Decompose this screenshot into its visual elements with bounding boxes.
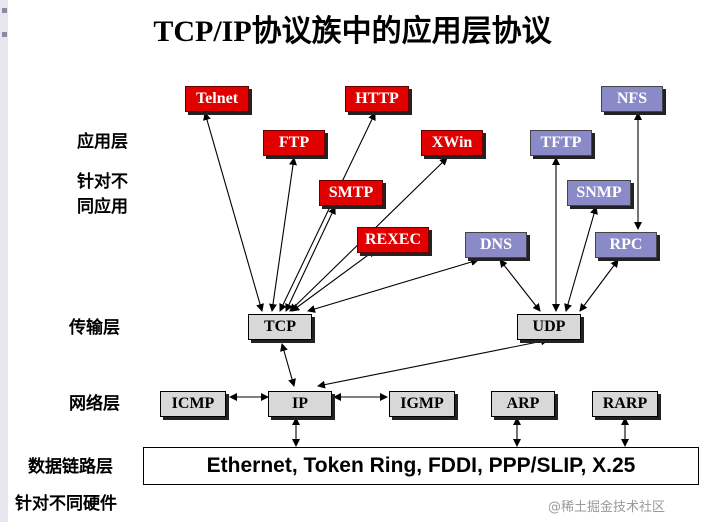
protocol-rarp: RARP [592,391,658,417]
protocol-rexec: REXEC [357,227,429,253]
layer-label-transport: 传输层 [69,318,120,338]
protocol-nfs: NFS [601,86,663,112]
strip-marker [2,32,7,37]
arrow-rpc-udp [579,259,619,312]
layer-label-application: 应用层 [77,132,128,152]
arrow-tcp-ip [280,343,296,387]
protocol-icmp: ICMP [160,391,226,417]
protocol-dns: DNS [465,232,527,258]
protocol-smtp: SMTP [319,180,383,206]
layer-label-application-note-1: 针对不 [77,172,128,192]
diagram-title: TCP/IP协议族中的应用层协议 [153,15,552,48]
protocol-ftp: FTP [263,130,325,156]
protocol-rpc: RPC [595,232,657,258]
protocol-xwin: XWin [421,130,483,156]
watermark: @稀土掘金技术社区 [548,500,666,515]
arrow-snmp-udp [564,206,598,312]
arrow-smtp-tcp [285,206,336,312]
protocol-igmp: IGMP [389,391,455,417]
layer-label-application-note-2: 同应用 [77,197,128,217]
layer-label-datalink: 数据链路层 [28,457,113,477]
arrow-dns-udp [499,259,541,312]
protocol-tcp: TCP [248,314,312,340]
protocol-ip: IP [268,391,332,417]
arrow-udp-ip [317,337,549,389]
protocol-udp: UDP [517,314,581,340]
arrow-telnet-tcp [203,112,264,312]
datalink-protocols-box: Ethernet, Token Ring, FDDI, PPP/SLIP, X.… [143,447,699,485]
protocol-arp: ARP [491,391,555,417]
left-decorative-strip [0,0,8,522]
protocol-tftp: TFTP [530,130,592,156]
arrow-dns-tcp [307,258,479,313]
strip-marker [2,8,7,13]
layer-label-hardware: 针对不同硬件 [15,494,117,514]
protocol-telnet: Telnet [185,86,249,112]
protocol-snmp: SNMP [567,180,631,206]
layer-label-network: 网络层 [69,394,120,414]
protocol-http: HTTP [345,86,409,112]
